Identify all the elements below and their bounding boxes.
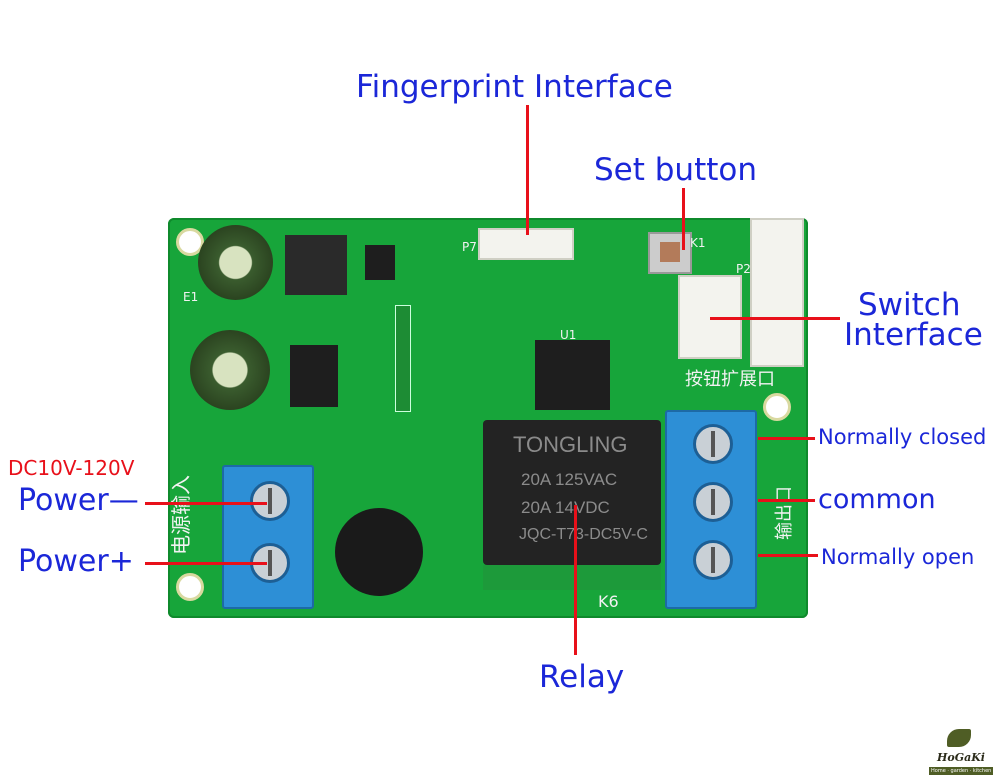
switch-leader (710, 317, 840, 320)
relay: TONGLING 20A 125VAC 20A 14VDC JQC-T73-DC… (483, 420, 661, 565)
label-relay: Relay (539, 659, 625, 695)
fingerprint-connector (478, 228, 574, 260)
logo-name: HoGaKi (937, 751, 985, 764)
capacitor (190, 330, 270, 410)
silk-power-input: 电源输入 (169, 475, 193, 555)
output-terminal-block (665, 410, 757, 609)
transistor (365, 245, 395, 280)
label-normally-open: Normally open (821, 545, 975, 569)
silk-button-ext: 按钮扩展口 (685, 369, 775, 390)
label-power-plus: Power+ (18, 544, 134, 579)
silk-k6: K6 (598, 592, 619, 611)
screw-no (693, 540, 733, 580)
logo-tagline: Home · garden · kitchen (929, 767, 994, 775)
label-switch: Switch (858, 287, 961, 323)
mount-hole (176, 573, 204, 601)
relay-rating-dc: 20A 14VDC (521, 498, 610, 517)
power-plus-leader (145, 562, 267, 565)
hogaki-logo: HoGaKi Home · garden · kitchen (925, 725, 997, 783)
label-set-button: Set button (594, 152, 758, 188)
chip-u1 (535, 340, 610, 410)
set-button-switch (648, 232, 692, 274)
silk-p7: P7 (462, 240, 477, 254)
fingerprint-leader (526, 105, 529, 235)
silk-u1: U1 (560, 328, 577, 342)
set-button-leader (682, 188, 685, 250)
nc-leader (758, 437, 815, 440)
buzzer (335, 508, 423, 596)
label-common: common (818, 484, 936, 515)
label-interface: Interface (844, 317, 983, 353)
leaf-house-icon (947, 729, 971, 747)
power-terminal-block (222, 465, 314, 609)
silk-k1: K1 (690, 236, 706, 250)
header-pins (395, 305, 411, 412)
power-minus-leader (145, 502, 267, 505)
silk-output: 输出口 (774, 486, 795, 540)
screw-com (693, 482, 733, 522)
label-normally-closed: Normally closed (818, 425, 987, 449)
silk-e1: E1 (183, 290, 199, 304)
label-fingerprint-interface: Fingerprint Interface (356, 69, 673, 105)
expansion-connector (750, 218, 804, 367)
no-leader (758, 554, 818, 557)
silk-p2: P2 (736, 262, 751, 276)
capacitor-e1 (198, 225, 273, 300)
screw-nc (693, 424, 733, 464)
regulator-chip (290, 345, 338, 407)
relay-brand: TONGLING (513, 432, 628, 457)
relay-rating-ac: 20A 125VAC (521, 470, 618, 489)
relay-base (483, 565, 661, 590)
relay-leader (574, 505, 577, 655)
relay-model: JQC-T73-DC5V-C (519, 526, 648, 543)
label-voltage: DC10V-120V (8, 456, 135, 480)
screw-minus (250, 481, 290, 521)
com-leader (758, 499, 815, 502)
inductor (285, 235, 347, 295)
label-power-minus: Power— (18, 483, 139, 518)
mount-hole (763, 393, 791, 421)
